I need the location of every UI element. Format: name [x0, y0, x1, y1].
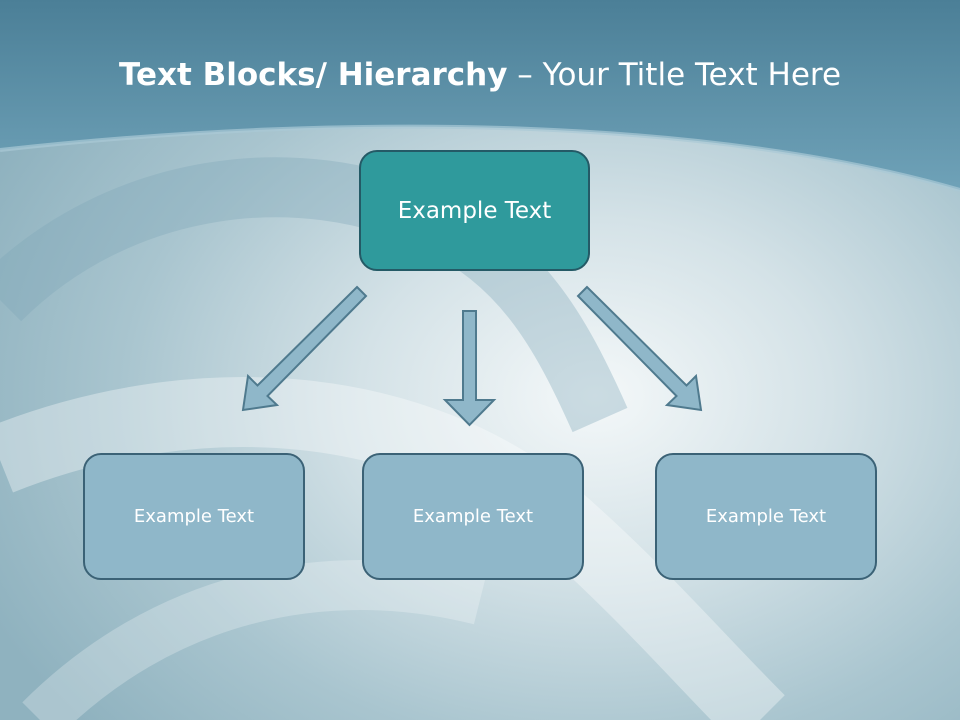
arrow-left	[241, 285, 368, 412]
title-regular-part: Your Title Text Here	[542, 57, 842, 93]
title-bold-part: Text Blocks/ Hierarchy	[118, 57, 508, 93]
child-box-1: Example Text	[83, 453, 305, 580]
root-box: Example Text	[359, 150, 590, 271]
slide-title: Text Blocks/ Hierarchy – Your Title Text…	[0, 50, 960, 100]
child-box-label: Example Text	[133, 506, 255, 527]
child-box-3: Example Text	[655, 453, 877, 580]
title-separator: –	[507, 57, 543, 93]
root-box-label: Example Text	[397, 197, 552, 224]
arrow-middle	[442, 310, 497, 427]
child-box-label: Example Text	[705, 506, 827, 527]
child-box-label: Example Text	[412, 506, 534, 527]
arrow-right	[576, 285, 703, 412]
child-box-2: Example Text	[362, 453, 584, 580]
